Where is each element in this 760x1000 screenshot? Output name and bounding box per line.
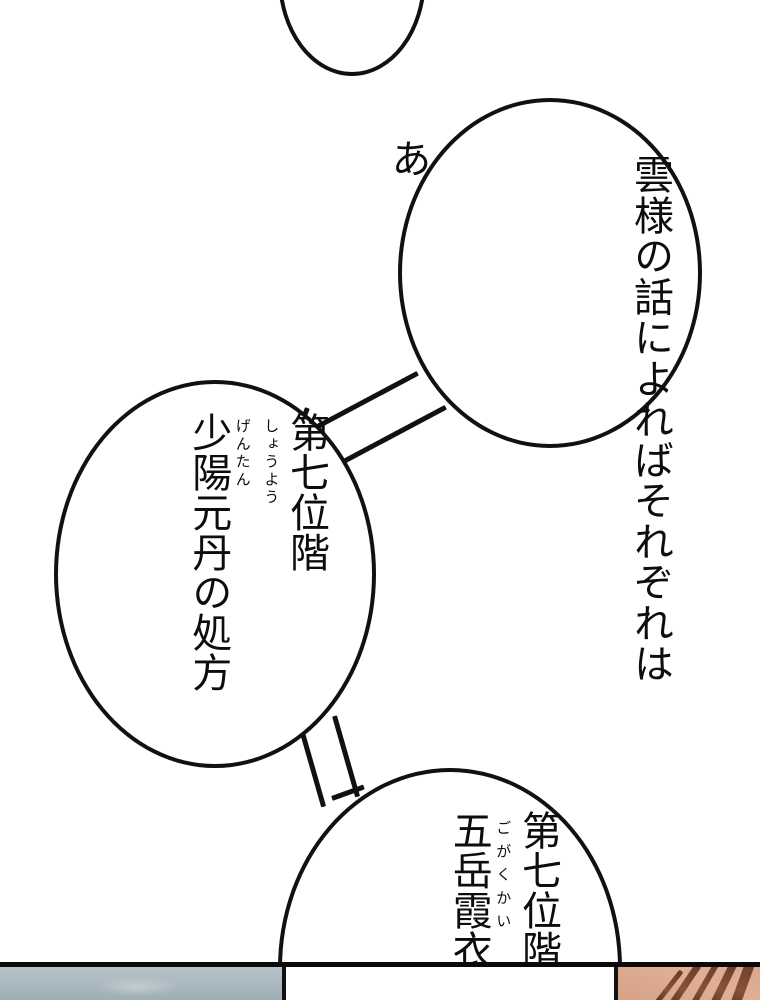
- speech-bubble-2-column-2: 少陽元丹の処方: [185, 412, 232, 692]
- connector2-line-right: [332, 715, 361, 798]
- speech-bubble-1-column-2: よれば: [627, 357, 673, 480]
- speech-bubble-1-column-3: それぞれは: [627, 479, 673, 684]
- speech-bubble-1-column-1: 雲様の話に: [627, 154, 673, 358]
- speech-bubble-3-overlap: [282, 967, 618, 1000]
- speech-bubble-1: 雲様の話に よれば それぞれは: [398, 98, 702, 683]
- speech-bubble-1-text-container: 雲様の話に よれば それぞれは: [438, 154, 673, 683]
- connector-line-lower: [336, 405, 447, 467]
- speech-bubble-2-furigana-1: しょうよう: [262, 418, 281, 507]
- speech-bubble-top-text: あ: [384, 138, 431, 179]
- speech-bubble-top-text-container: あ: [0, 96, 760, 229]
- speech-bubble-2-furigana-2: げんたん: [233, 418, 252, 489]
- speech-bubble-2-column-1: 第七位階: [283, 412, 329, 572]
- speech-bubble-3-column-1: 第七位階: [515, 810, 561, 970]
- speech-bubble-3-furigana: ごがくかい: [494, 820, 513, 937]
- speech-bubble-2-text-container: 第七位階 しょうようげんたん 少陽元丹の処方: [120, 412, 329, 742]
- bottom-panel: [0, 962, 760, 1000]
- speech-bubble-top-partial: [278, 0, 426, 76]
- speech-bubble-2: 第七位階 しょうようげんたん 少陽元丹の処方: [54, 380, 376, 768]
- speech-bubble-2-furigana: しょうようげんたん: [228, 412, 285, 507]
